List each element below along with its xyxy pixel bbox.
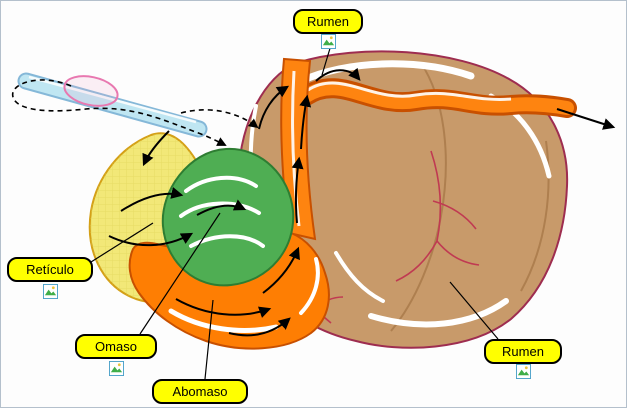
label-connectors <box>90 44 499 380</box>
exit-arrow <box>556 108 616 130</box>
picture-icon <box>109 361 124 376</box>
picture-icon <box>321 34 336 49</box>
picture-icon <box>516 364 531 379</box>
connector-reticulo <box>90 222 154 263</box>
connector-omaso <box>139 212 221 335</box>
esophagus-ring <box>63 75 119 107</box>
label-rumen-top-text: Rumen <box>307 14 349 29</box>
intestine-tube <box>296 78 577 118</box>
label-omaso-text: Omaso <box>95 339 137 354</box>
label-reticulo: Retículo <box>7 257 93 282</box>
dashed-flow-arrow <box>12 79 227 146</box>
abomasum-highlights <box>168 257 320 333</box>
label-rumen-right-text: Rumen <box>502 344 544 359</box>
flow-arrows <box>108 67 361 337</box>
connector-rumen-right <box>449 281 499 340</box>
connector-rumen-top <box>321 44 332 76</box>
picture-icon <box>43 284 58 299</box>
dashed-flow-arrow-2 <box>180 109 259 129</box>
label-abomaso: Abomaso <box>152 379 248 404</box>
omasum-laminae <box>179 175 265 248</box>
label-rumen-right: Rumen <box>484 339 562 364</box>
label-rumen-top: Rumen <box>293 9 363 34</box>
label-omaso: Omaso <box>75 334 157 359</box>
label-reticulo-text: Retículo <box>26 262 74 277</box>
esophagus-tube <box>17 72 208 138</box>
label-abomaso-text: Abomaso <box>172 384 228 399</box>
connector-abomaso <box>204 299 214 380</box>
